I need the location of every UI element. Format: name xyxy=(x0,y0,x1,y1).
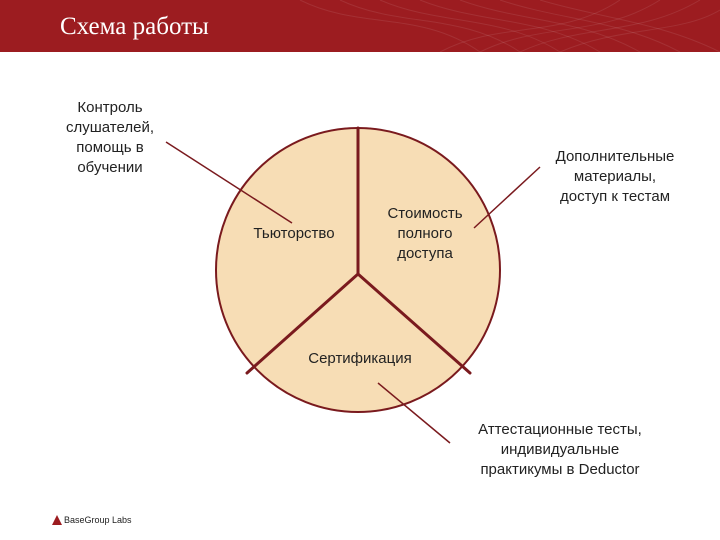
segment-full-access: Стоимость полного доступа xyxy=(387,205,463,262)
logo-text: BaseGroup Labs xyxy=(64,515,132,525)
segment-tutoring: Тьюторство xyxy=(253,225,335,242)
callout-line-left xyxy=(165,141,293,224)
callout-materials: Дополнительные материалы, доступ к теста… xyxy=(555,148,675,205)
divider-left xyxy=(245,272,360,375)
page-title: Схема работы xyxy=(60,13,209,40)
triangle-logo-icon xyxy=(52,515,62,525)
header-bar: Схема работы xyxy=(0,0,720,52)
footer-logo: BaseGroup Labs xyxy=(52,515,132,525)
callout-line-right xyxy=(473,166,541,229)
callout-line-bottom xyxy=(377,382,451,444)
callout-lines xyxy=(165,141,541,444)
segment-certification: Сертификация xyxy=(308,350,412,367)
callout-tests: Аттестационные тесты, индивидуальные пра… xyxy=(478,421,642,478)
callout-monitoring: Контроль слушателей, помощь в обучении xyxy=(66,99,154,176)
header-pattern xyxy=(299,0,720,52)
pie-dividers xyxy=(245,126,472,375)
divider-right xyxy=(356,272,472,375)
